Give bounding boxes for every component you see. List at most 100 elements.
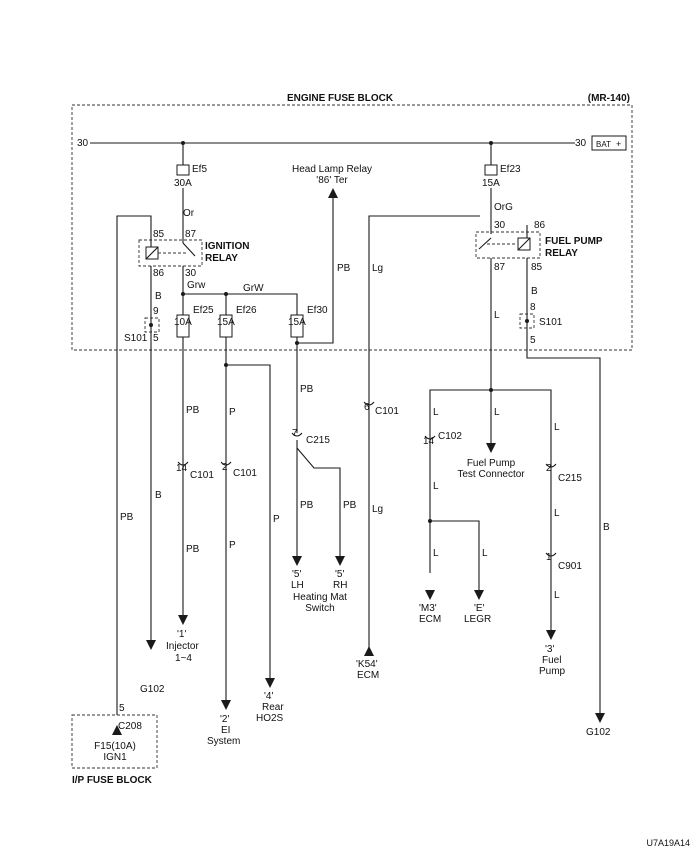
wire-pb-to-head-lamp-relay (297, 198, 334, 344)
ip-fuse-block-outline (71, 714, 158, 769)
arrow-to-legr (474, 590, 484, 600)
fp-test-line1: Fuel Pump (467, 458, 516, 469)
heating-mat-line1: Heating Mat (293, 592, 347, 603)
fuel-pump-relay-title-2: RELAY (545, 248, 578, 259)
fuel-pump-relay-coil-mark (517, 237, 531, 251)
fuse-ef23-name: Ef23 (500, 164, 521, 175)
connector-c215-right (545, 463, 557, 468)
wire-color-lg-top: Lg (372, 263, 383, 274)
ground-g102-left: G102 (140, 684, 165, 695)
arrow-to-rear-ho2s (265, 678, 275, 688)
fuse-ef5-rating: 30A (174, 178, 192, 189)
fuse-ef26-rating: 15A (217, 317, 235, 328)
connector-c101-ef26-label: C101 (233, 468, 257, 479)
lh-label: LH (291, 580, 304, 591)
arrow-to-m3-ecm (425, 590, 435, 600)
wire-b-relay85-to-g102 (526, 258, 601, 713)
wire-color-l-c215-mid: L (554, 508, 560, 519)
splice-s101-right-box (519, 313, 535, 329)
wire-color-p-ei-top: P (229, 407, 236, 418)
fp-relay-pin85: 85 (531, 262, 543, 273)
fuel-pump-relay-switch (478, 237, 492, 250)
fuse-ef23-rating: 15A (482, 178, 500, 189)
pin-8: 8 (530, 302, 536, 313)
splice-s101-right-label: S101 (539, 317, 563, 328)
splice-grw-ef26 (224, 292, 228, 296)
wire-color-org: OrG (494, 202, 513, 213)
arrow-to-g102-left (146, 640, 156, 650)
injector-label: Injector (166, 641, 199, 652)
wire-color-b-ign-top: B (155, 291, 162, 302)
pin-6-c101: 6 (364, 402, 370, 413)
connector-c101-ef26 (220, 461, 232, 466)
pin-14-c102: 14 (423, 436, 435, 447)
bat-box (591, 135, 627, 151)
wire-pb-c215-to-rh (296, 447, 341, 556)
wire-color-b-ign-bottom: B (155, 490, 162, 501)
pin-5-fp: 5 (530, 335, 536, 346)
model-code: (MR-140) (588, 93, 630, 104)
connector-c215-right-label: C215 (558, 473, 582, 484)
fuel-pump-line1: Fuel (542, 655, 561, 666)
wire-grw-bus (183, 293, 298, 315)
wire-color-lg-bottom: Lg (372, 504, 383, 515)
wire-color-pb-headlamp: PB (337, 263, 351, 274)
rear-line2: HO2S (256, 713, 284, 724)
rh-label: RH (333, 580, 347, 591)
ei-line1: EI (221, 725, 230, 736)
rear-line1: Rear (262, 702, 284, 713)
connector-c101-lg-label: C101 (375, 406, 399, 417)
fuse-ef30-name: Ef30 (307, 305, 328, 316)
ignition-relay-coil-mark (145, 246, 159, 260)
connector-c101-ef25-label: C101 (190, 470, 214, 481)
arrow-to-k54 (364, 646, 374, 656)
e-pin: 'E' (474, 603, 485, 614)
connector-c101-ef25 (177, 461, 189, 466)
wire-color-pb-ef25-bottom: PB (186, 544, 200, 555)
ei-pin: '2' (220, 714, 229, 725)
arrow-from-c208 (112, 725, 122, 735)
pin-2-c215: 2 (546, 463, 552, 474)
fuse-ef25-rating: 10A (174, 317, 192, 328)
connector-c102-label: C102 (438, 431, 462, 442)
wire-color-pb-lh: PB (300, 500, 314, 511)
injector-range: 1~4 (175, 653, 192, 664)
pin-2-c101: 2 (222, 462, 228, 473)
wire-pb-relay85-to-c208 (116, 215, 152, 715)
fp-test-line2: Test Connector (457, 469, 525, 480)
wire-color-b-fp-bottom: B (603, 522, 610, 533)
bus-30-left: 30 (77, 138, 89, 149)
bat-plus: + (616, 139, 621, 149)
head-lamp-relay-line2: '86' Ter (316, 175, 348, 186)
wire-color-pb-left: PB (120, 512, 134, 523)
wire-p-to-rear-ho2s (226, 364, 271, 678)
connector-c215-left (291, 432, 303, 437)
ground-g102-right: G102 (586, 727, 611, 738)
wire-l-to-legr (430, 520, 480, 590)
fuel-pump-line2: Pump (539, 666, 566, 677)
wire-color-l-c102-top: L (433, 407, 439, 418)
bus-30-right: 30 (575, 138, 587, 149)
fp-relay-pin87: 87 (494, 262, 506, 273)
fuse-ef5-name: Ef5 (192, 164, 207, 175)
figure-id: U7A19A14 (646, 838, 690, 848)
ignition-relay-switch (182, 242, 196, 257)
wire-lg-to-k54 (368, 215, 480, 650)
head-lamp-relay-line1: Head Lamp Relay (292, 164, 372, 175)
arrow-to-fuel-pump (546, 630, 556, 640)
legr-label: LEGR (464, 614, 491, 625)
fuse-f15-line2: IGN1 (103, 752, 127, 763)
wire-color-pb-ef30: PB (300, 384, 314, 395)
splice-s101-left-box (144, 317, 160, 333)
connector-c208-label: C208 (118, 721, 142, 732)
fuel-pump-relay-title-1: FUEL PUMP (545, 236, 603, 247)
fuel-pump-pin: '3' (545, 644, 554, 655)
m3-pin: 'M3' (419, 603, 437, 614)
fp-relay-pin86: 86 (534, 220, 546, 231)
engine-fuse-block-outline (71, 104, 633, 351)
k54-ecm: ECM (357, 670, 379, 681)
pin-5-ign: 5 (153, 333, 159, 344)
fuse-ef26-name: Ef26 (236, 305, 257, 316)
connector-c901-label: C901 (558, 561, 582, 572)
